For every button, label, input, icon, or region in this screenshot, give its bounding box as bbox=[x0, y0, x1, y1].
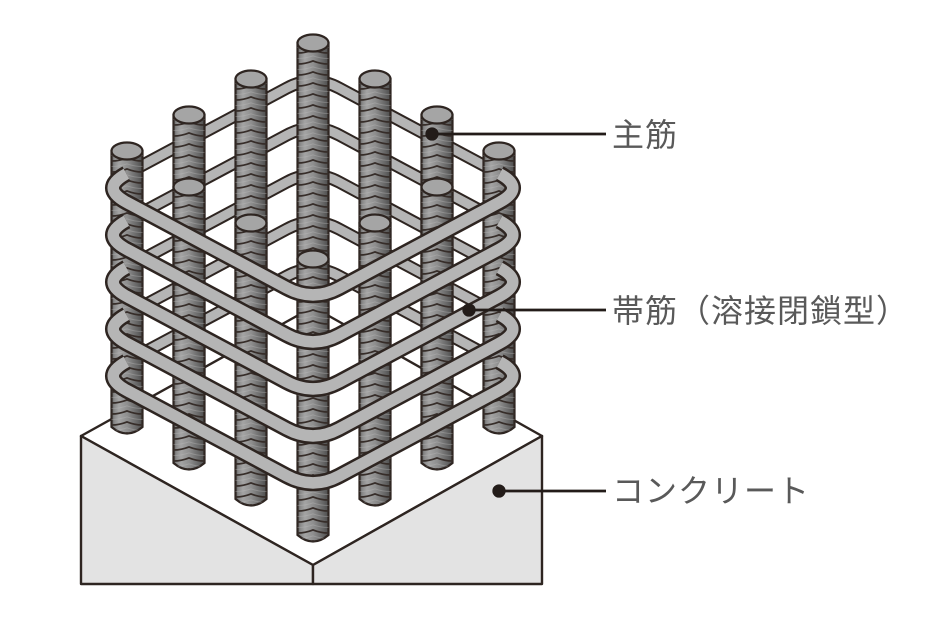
concrete-right-face bbox=[311, 434, 544, 586]
label-concrete: コンクリート bbox=[612, 473, 811, 509]
callout-main-rebar bbox=[425, 127, 606, 141]
label-main-rebar: 主筋 bbox=[612, 117, 679, 153]
callout-dot bbox=[492, 484, 506, 498]
callout-hoop bbox=[462, 303, 606, 317]
callout-concrete bbox=[492, 484, 606, 498]
label-hoop-welded-closed: 帯筋（溶接閉鎖型） bbox=[612, 293, 910, 329]
callout-dot bbox=[462, 303, 476, 317]
callout-dot bbox=[425, 127, 439, 141]
callouts bbox=[425, 127, 606, 498]
